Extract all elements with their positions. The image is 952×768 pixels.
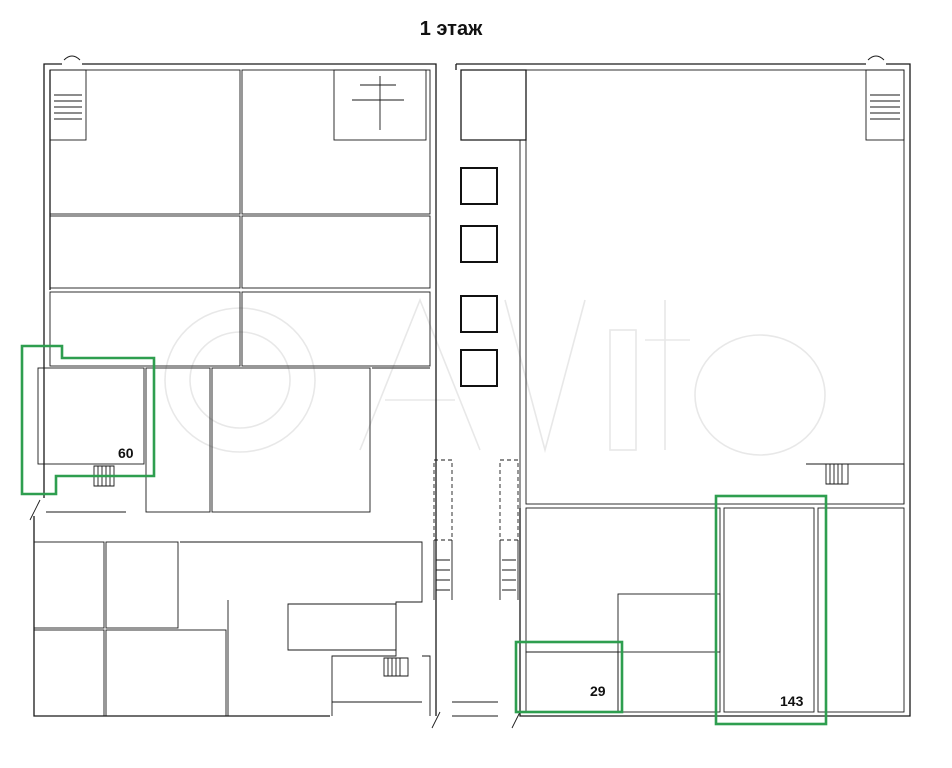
unit-60-label: 60 xyxy=(118,445,134,461)
unit-143-label: 143 xyxy=(780,693,804,709)
unit-60-outline[interactable] xyxy=(20,344,156,496)
stair-top-left xyxy=(49,69,87,141)
floor-title: 1 этаж xyxy=(420,18,483,40)
unit-143-outline[interactable] xyxy=(714,494,828,726)
central-passage xyxy=(332,64,527,729)
unit-29-outline[interactable] xyxy=(514,640,624,714)
left-building xyxy=(29,55,437,717)
utility-room xyxy=(333,69,427,141)
pillar xyxy=(460,295,498,333)
unit-60[interactable]: 60 xyxy=(20,344,156,496)
pillar xyxy=(460,225,498,263)
unit-29[interactable]: 29 xyxy=(514,640,624,714)
unit-29-label: 29 xyxy=(590,683,606,699)
right-building xyxy=(456,55,911,717)
unit-143[interactable]: 143 xyxy=(714,494,828,726)
pillar xyxy=(460,167,498,205)
watermark xyxy=(164,297,826,456)
pillar xyxy=(460,349,498,387)
